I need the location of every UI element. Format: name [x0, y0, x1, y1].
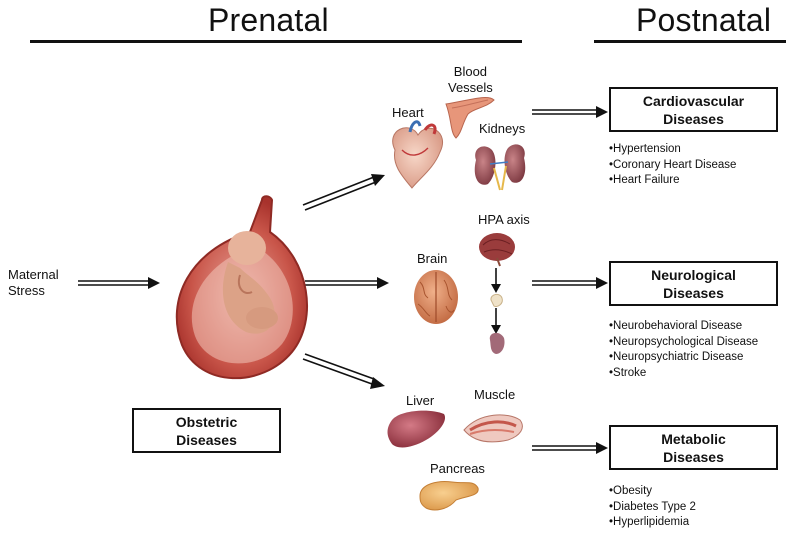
- adrenal-illustration: [489, 332, 505, 354]
- list-item: •Neuropsychological Disease: [609, 335, 759, 348]
- prenatal-rule: [30, 40, 522, 43]
- obstetric-line2: Diseases: [176, 431, 237, 448]
- list-item: •Hyperlipidemia: [609, 516, 690, 528]
- maternal-stress-label: Maternal Stress: [8, 267, 59, 299]
- obstetric-diseases-box: Obstetric Diseases: [132, 408, 281, 453]
- hpa-brain-illustration: [479, 233, 515, 267]
- list-item: •Neuropsychiatric Disease: [609, 351, 744, 363]
- list-item: •Stroke: [609, 366, 647, 379]
- metabolic-line1: Metabolic: [661, 430, 726, 447]
- arrowheads: [148, 106, 608, 454]
- pituitary-illustration: [490, 293, 503, 307]
- kidneys-label: Kidneys: [479, 121, 526, 136]
- neuro-line1: Neurological: [651, 266, 736, 283]
- neurological-diseases-box: Neurological Diseases: [609, 261, 778, 306]
- brain-label: Brain: [417, 251, 448, 266]
- postnatal-header: Postnatal: [636, 2, 772, 38]
- postnatal-rule: [594, 40, 786, 43]
- list-item: •Neurobehavioral Disease: [609, 320, 743, 332]
- arrows: [78, 109, 598, 451]
- obstetric-line1: Obstetric: [175, 413, 238, 430]
- cardio-disease-list: •Hypertension •Coronary Heart Disease •H…: [609, 142, 736, 189]
- neuro-line2: Diseases: [663, 284, 724, 301]
- list-item: •Diabetes Type 2: [609, 500, 696, 513]
- maternal-label: Maternal: [8, 267, 59, 282]
- list-item: •Hypertension: [609, 143, 681, 155]
- brain-illustration: [414, 270, 458, 324]
- blood-vessels-label: Blood Vessels: [448, 64, 493, 96]
- heart-label: Heart: [392, 105, 424, 120]
- cardiovascular-diseases-box: Cardiovascular Diseases: [609, 87, 778, 132]
- list-item: •Coronary Heart Disease: [609, 158, 737, 171]
- blood-label: Blood: [453, 64, 488, 79]
- blood-vessel-illustration: [445, 97, 495, 139]
- cardio-line2: Diseases: [663, 110, 724, 127]
- metabolic-line2: Diseases: [663, 448, 724, 465]
- metabolic-diseases-box: Metabolic Diseases: [609, 425, 778, 470]
- heart-illustration: [392, 120, 443, 189]
- list-item: •Heart Failure: [609, 174, 680, 186]
- kidneys-illustration: [474, 144, 526, 191]
- cardio-line1: Cardiovascular: [642, 92, 745, 109]
- metabolic-disease-list: •Obesity •Diabetes Type 2 •Hyperlipidemi…: [609, 484, 696, 531]
- stress-label: Stress: [8, 283, 45, 298]
- liver-label: Liver: [406, 393, 435, 408]
- vessels-label: Vessels: [448, 80, 493, 95]
- arrow-up-line-a: [302, 176, 375, 206]
- liver-illustration: [387, 410, 446, 448]
- prenatal-header: Prenatal: [208, 2, 329, 38]
- muscle-label: Muscle: [474, 387, 516, 402]
- fetus-womb-illustration: [175, 195, 309, 380]
- list-item: •Obesity: [609, 485, 653, 497]
- neuro-disease-list: •Neurobehavioral Disease •Neuropsycholog…: [609, 319, 758, 381]
- hpa-axis-label: HPA axis: [478, 212, 530, 227]
- pancreas-label: Pancreas: [430, 461, 485, 476]
- pancreas-illustration: [419, 481, 479, 511]
- muscle-illustration: [463, 414, 523, 443]
